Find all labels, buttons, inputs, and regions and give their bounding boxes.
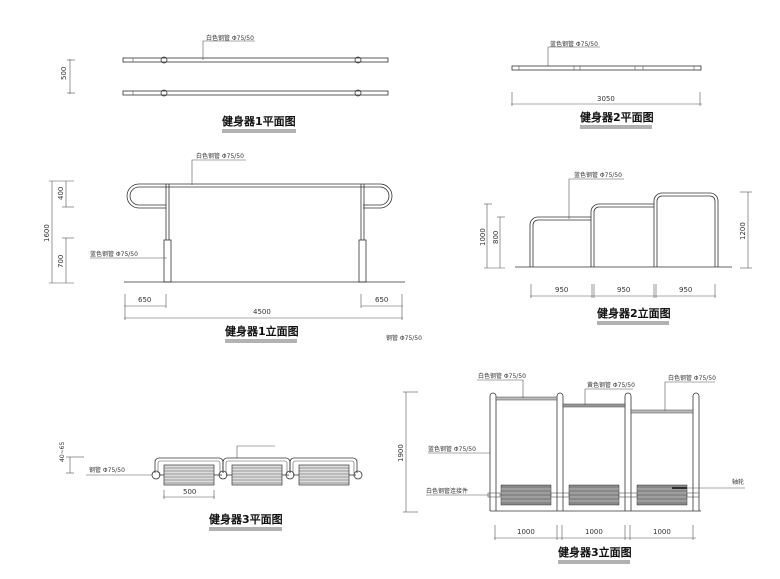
elev2-title: 健身器2立面图 bbox=[597, 306, 671, 320]
plan2-pipe-label: 蓝色钢管 Φ75/50 bbox=[550, 40, 598, 48]
plan1-pipe-label: 白色钢管 Φ75/50 bbox=[206, 34, 254, 42]
elev3-dim-w1: 1000 bbox=[517, 528, 535, 536]
plan3-dim-roller: 500 bbox=[183, 488, 196, 496]
elev1-note-label: 钢管 Φ75/50 bbox=[386, 334, 422, 342]
elev1-dim-right-w: 650 bbox=[375, 296, 388, 304]
elev1-dim-left-w: 650 bbox=[138, 296, 151, 304]
elev3-label-post: 蓝色钢管 Φ75/50 bbox=[428, 445, 476, 453]
elev2-view: 蓝色钢管 Φ75/50 1000 800 1200 950 950 950 健身… bbox=[479, 171, 752, 325]
elev3-title: 健身器3立面图 bbox=[558, 545, 632, 559]
elev3-dim-w3: 1000 bbox=[653, 528, 671, 536]
elev3-bar-white bbox=[495, 396, 558, 401]
plan1-bolt-icon bbox=[160, 89, 168, 97]
elev3-roller bbox=[500, 484, 552, 506]
plan3-roller bbox=[163, 464, 215, 486]
plan3-dim-depth: 40~65 bbox=[59, 442, 66, 462]
elev2-dim-h1: 1000 bbox=[479, 228, 487, 246]
elev3-post bbox=[692, 392, 700, 511]
plan1-pipe-bottom bbox=[122, 90, 389, 96]
elev2-dim-h2: 800 bbox=[492, 231, 500, 244]
elev1-title: 健身器1立面图 bbox=[225, 324, 299, 338]
elev2-pipe-label: 蓝色钢管 Φ75/50 bbox=[574, 171, 622, 179]
plan2-view: 蓝色钢管 Φ75/50 3050 健身器2平面图 bbox=[511, 40, 702, 129]
elev1-view: 白色钢管 Φ75/50 蓝色钢管 Φ75/50 1600 400 700 650… bbox=[43, 152, 422, 343]
elev3-post bbox=[624, 392, 632, 511]
plan1-view: 白色钢管 Φ75/50 500 健身器1平面图 bbox=[60, 34, 389, 133]
elev1-top-rail bbox=[166, 183, 393, 209]
plan3-roller bbox=[298, 464, 350, 486]
elev1-post-right bbox=[358, 239, 367, 283]
plan2-pipe bbox=[511, 65, 702, 71]
elev1-dim-upper-h: 400 bbox=[57, 187, 65, 200]
elev3-label-mid-top: 黄色钢管 Φ75/50 bbox=[587, 381, 635, 389]
elev3-bar-yellow bbox=[562, 403, 626, 408]
plan3-joint-icon bbox=[353, 470, 363, 480]
elev1-top-label: 白色钢管 Φ75/50 bbox=[196, 152, 244, 160]
plan3-view: 钢管 Φ75/50 40~65 500 健身器3平面图 bbox=[59, 442, 363, 531]
elev1-dim-lower-h: 700 bbox=[57, 255, 65, 268]
elev3-post bbox=[489, 392, 497, 511]
plan1-dim-width: 500 bbox=[60, 67, 68, 80]
plan3-title: 健身器3平面图 bbox=[209, 512, 283, 526]
elev3-roller bbox=[568, 484, 620, 506]
plan1-bolt-icon bbox=[160, 56, 168, 64]
plan3-joint-icon bbox=[151, 470, 161, 480]
elev3-bar-white bbox=[630, 409, 694, 414]
plan1-title: 健身器1平面图 bbox=[222, 114, 296, 128]
elev3-label-connector: 白色钢管连接件 bbox=[426, 487, 468, 495]
plan1-bolt-icon bbox=[354, 89, 362, 97]
plan1-leader bbox=[202, 40, 255, 60]
plan2-title: 健身器2平面图 bbox=[580, 110, 654, 124]
elev3-view: 白色钢管 Φ75/50 黄色钢管 Φ75/50 白色钢管 Φ75/50 蓝色钢管… bbox=[397, 372, 745, 564]
plan1-pipe-top bbox=[122, 57, 389, 63]
elev1-dim-total-w: 4500 bbox=[253, 308, 271, 316]
elev1-post-label: 蓝色钢管 Φ75/50 bbox=[90, 250, 138, 258]
elev3-label-left-top: 白色钢管 Φ75/50 bbox=[478, 372, 526, 380]
elev3-dim-w2: 1000 bbox=[585, 528, 603, 536]
elev3-label-wheel: 轴轮 bbox=[732, 478, 744, 486]
elev1-dim-total-h: 1600 bbox=[43, 224, 51, 242]
elev2-dim-w1: 950 bbox=[555, 286, 568, 294]
plan3-pipe-label: 钢管 Φ75/50 bbox=[89, 466, 125, 474]
elev3-post bbox=[556, 392, 564, 511]
plan1-bolt-icon bbox=[354, 56, 362, 64]
elev2-dim-w3: 950 bbox=[679, 286, 692, 294]
elev2-dim-h3: 1200 bbox=[739, 222, 747, 240]
elev2-dim-w2: 950 bbox=[617, 286, 630, 294]
elev3-label-right-top: 白色钢管 Φ75/50 bbox=[668, 374, 716, 382]
plan2-leader bbox=[547, 46, 600, 66]
elev1-post-left bbox=[163, 239, 172, 283]
plan2-dim-length: 3050 bbox=[597, 95, 615, 103]
plan3-joint-icon bbox=[218, 470, 228, 480]
plan3-joint-icon bbox=[285, 470, 295, 480]
elev3-dim-total-h: 1900 bbox=[397, 444, 405, 462]
plan3-roller bbox=[231, 464, 283, 486]
